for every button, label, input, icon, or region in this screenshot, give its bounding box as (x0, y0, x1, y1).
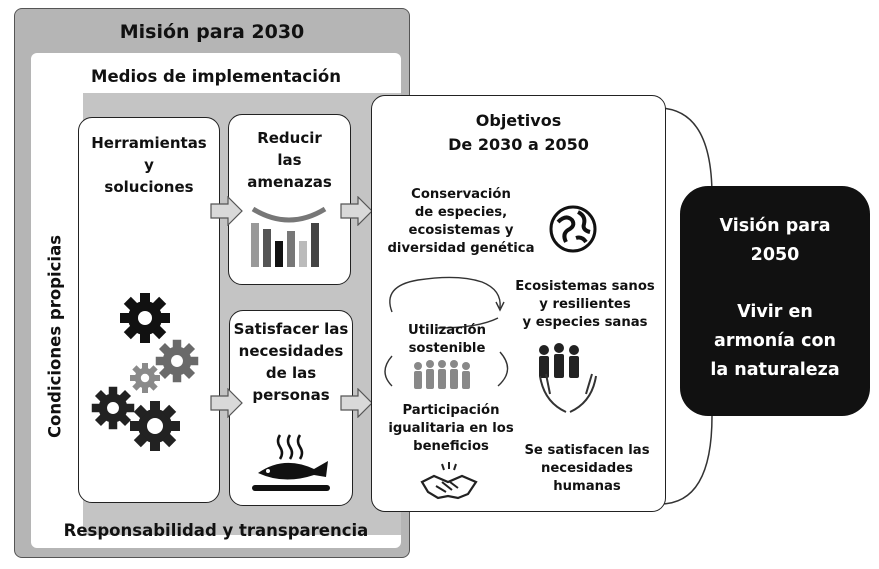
cycle-arrow-icon (389, 276, 505, 329)
goal-met-line3: humanas (553, 479, 621, 494)
arrow-tools-to-needs (210, 388, 243, 418)
vision-box: Visión para 2050 Vivir en armonía con la… (680, 186, 870, 416)
goal-healthy-line2: y resilientes (539, 297, 631, 312)
mission-title: Misión para 2030 (119, 21, 305, 43)
arrow-tools-to-reduce (210, 196, 243, 226)
bar-chart-icon (251, 206, 327, 267)
goal-conservation: Conservación de especies, ecosistemas y … (386, 186, 536, 258)
needs-line3: de las (265, 364, 317, 382)
meet-needs-box: Satisfacer las necesidades de las person… (229, 310, 353, 506)
vision-line4: armonía con (714, 331, 836, 351)
goal-met-line1: Se satisfacen las (524, 443, 650, 458)
needs-line2: necesidades (238, 342, 344, 360)
enabling-title: Condiciones propicias (45, 234, 65, 439)
goal-needs-met: Se satisfacen las necesidades humanas (512, 442, 662, 496)
goal-benefit-sharing: Participación igualitaria en los benefic… (376, 402, 526, 456)
needs-line4: personas (252, 386, 330, 404)
accountability-title: Responsabilidad y transparencia (63, 521, 369, 540)
vision-line2: 2050 (750, 245, 800, 265)
people-cycle-icon (384, 351, 509, 389)
tools-line3: soluciones (104, 178, 194, 196)
reduce-line2: las (277, 151, 302, 169)
means-title: Medios de implementación (91, 67, 341, 86)
arrow-reduce-to-objectives (340, 196, 373, 226)
reduce-line3: amenazas (247, 173, 332, 191)
goal-conservation-line3: ecosistemas y (408, 223, 514, 238)
goal-healthy-ecosystems: Ecosistemas sanos y resilientes y especi… (510, 278, 660, 332)
reduce-threats-box: Reducir las amenazas (228, 114, 351, 285)
vision-line3: Vivir en (737, 302, 813, 322)
goal-sharing-line1: Participación (402, 403, 500, 418)
needs-line1: Satisfacer las (233, 320, 349, 338)
objectives-title1: Objetivos (475, 111, 562, 130)
goal-sustainable-line2: sostenible (408, 341, 486, 356)
goal-conservation-line1: Conservación (411, 187, 511, 202)
handshake-icon (420, 462, 478, 500)
goal-sustainable-use: Utilización sostenible (382, 322, 512, 358)
objectives-box: Objetivos De 2030 a 2050 Conservación de… (371, 95, 666, 512)
goal-conservation-line4: diversidad genética (387, 241, 535, 256)
objectives-title2: De 2030 a 2050 (448, 135, 589, 154)
goal-healthy-line3: y especies sanas (522, 315, 648, 330)
goal-conservation-line2: de especies, (414, 205, 508, 220)
tools-line2: y (144, 156, 154, 174)
gears-icon (91, 293, 199, 451)
arrow-needs-to-objectives (340, 388, 373, 418)
goal-healthy-line1: Ecosistemas sanos (515, 279, 655, 294)
vision-line1: Visión para (719, 216, 831, 236)
fish-plate-icon (252, 434, 330, 491)
hands-icon (539, 373, 597, 413)
vision-line5: la naturaleza (710, 360, 840, 380)
goal-sustainable-line1: Utilización (408, 323, 486, 338)
goal-met-line2: necesidades (540, 461, 634, 476)
goal-sharing-line2: igualitaria en los (388, 421, 514, 436)
reduce-line1: Reducir (257, 129, 322, 147)
tools-line1: Herramientas (91, 134, 207, 152)
tools-box: Herramientas y soluciones (78, 117, 220, 503)
goal-sharing-line3: beneficios (413, 439, 489, 454)
gear-icon (120, 293, 170, 343)
people-icon (539, 343, 579, 378)
globe-icon (549, 205, 597, 253)
